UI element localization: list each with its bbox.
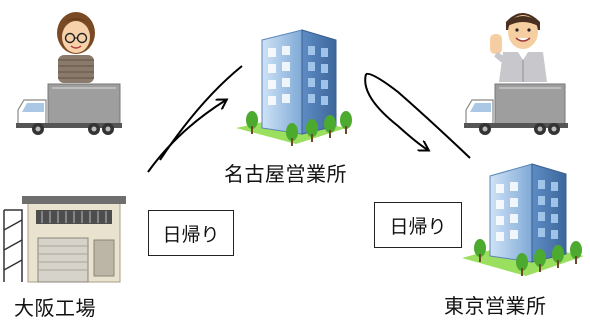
truck-left-icon	[16, 83, 122, 135]
woman-person-icon	[57, 12, 95, 83]
arrow-nagoya-to-osaka	[159, 65, 243, 161]
nagoya-office-building-icon	[236, 29, 352, 146]
truck-right-icon	[464, 83, 568, 135]
man-person-icon	[490, 13, 547, 82]
osaka-factory-icon	[3, 196, 126, 283]
osaka-factory-label: 大阪工場	[14, 296, 96, 320]
tokyo-office-label: 東京営業所	[444, 294, 547, 318]
nagoya-office-label: 名古屋営業所	[224, 162, 347, 186]
tokyo-office-building-icon	[462, 163, 584, 276]
day-trip-tag-osaka-nagoya: 日帰り	[148, 210, 234, 256]
arrow-nagoya-to-tokyo	[364, 73, 428, 150]
day-trip-tag-nagoya-tokyo: 日帰り	[374, 202, 462, 248]
arrow-tokyo-to-nagoya	[365, 72, 471, 159]
arrow-osaka-to-nagoya	[147, 100, 226, 173]
